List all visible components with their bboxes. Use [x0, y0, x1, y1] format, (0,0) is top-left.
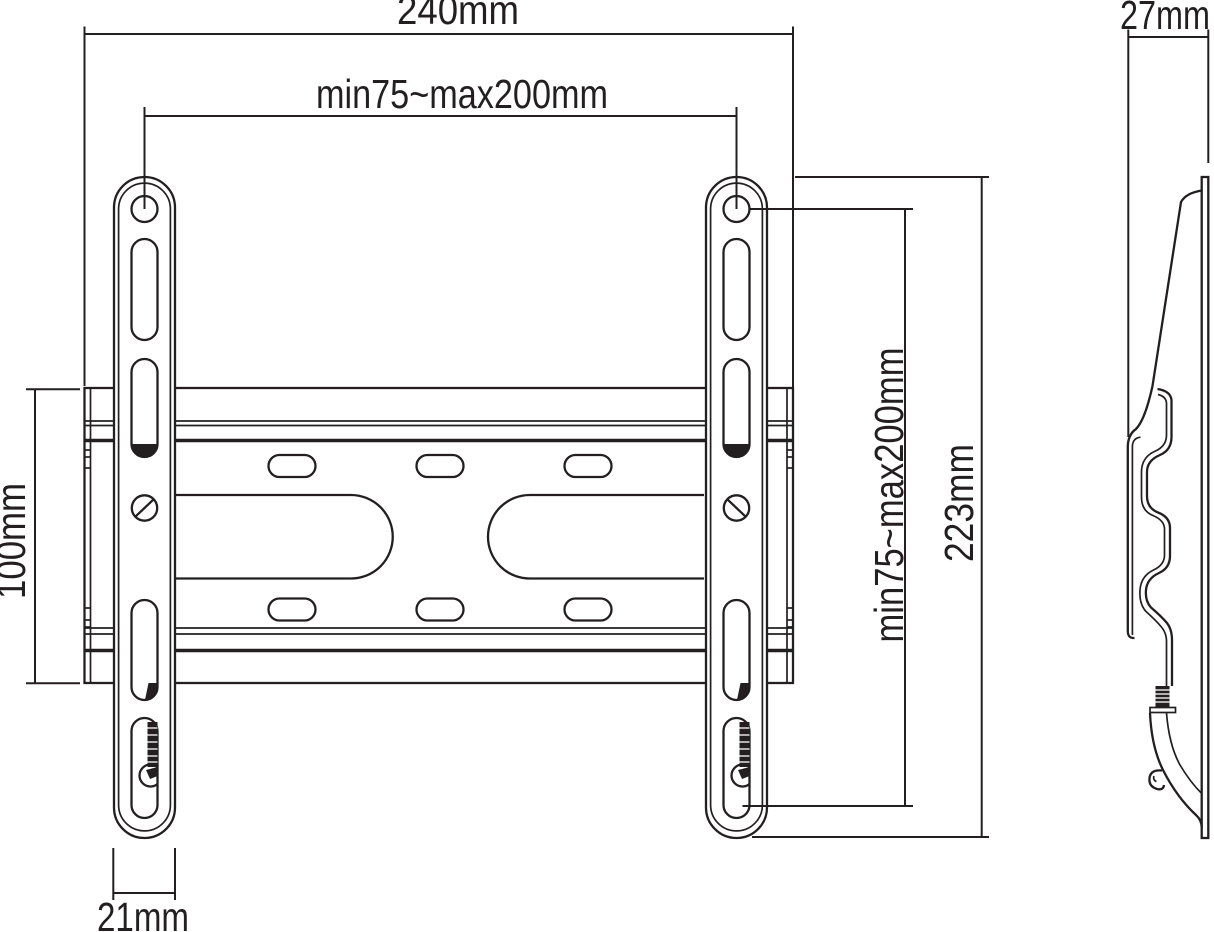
dimension-vesa-vertical: min75~max200mm [742, 208, 913, 807]
rail-slot [722, 237, 751, 342]
dimension-plate-height: 100mm [0, 388, 80, 685]
adjustment-screw-head [130, 494, 159, 522]
front-view [83, 175, 795, 840]
slot-screw-shadow [723, 444, 750, 457]
dimension-label-vesa-vertical: min75~max200mm [866, 348, 912, 643]
dimension-rail-width: 21mm [97, 848, 189, 932]
plate-slot [267, 453, 613, 622]
dimension-label-rail-width: 21mm [97, 894, 189, 932]
side-profile [1126, 189, 1203, 828]
wall-plate-front [83, 386, 795, 685]
dimension-label-plate-height: 100mm [0, 483, 34, 599]
side-rail-strip [1200, 175, 1210, 840]
dimension-bracket-height: 223mm [752, 176, 989, 838]
rail-slot [722, 598, 751, 702]
dimension-label-vesa-horizontal: min75~max200mm [316, 71, 608, 117]
plate-large-slot [176, 493, 704, 580]
slot-screw-shadow [737, 683, 750, 700]
side-clamp-screw [1149, 686, 1177, 714]
dimension-depth: 27mm [1120, 0, 1210, 437]
dimension-label-bracket-height: 223mm [936, 444, 982, 562]
left-rail [112, 175, 177, 840]
bottom-hook [1148, 769, 1166, 791]
side-view [1126, 175, 1210, 840]
rail-slot [130, 598, 159, 702]
dimension-plate-width: 240mm [83, 0, 794, 442]
adjustment-screw-head [722, 494, 751, 522]
plate-edge-notches [84, 449, 793, 628]
dimension-label-plate-width: 240mm [397, 0, 519, 33]
locking-screw [730, 722, 751, 788]
locking-screw [138, 722, 159, 788]
dimension-vesa-horizontal: min75~max200mm [143, 71, 738, 209]
rail-slot [130, 237, 159, 342]
dimension-label-depth: 27mm [1120, 0, 1210, 38]
slot-screw-shadow [131, 444, 158, 457]
slot-screw-shadow [145, 683, 158, 700]
right-rail [704, 175, 769, 840]
